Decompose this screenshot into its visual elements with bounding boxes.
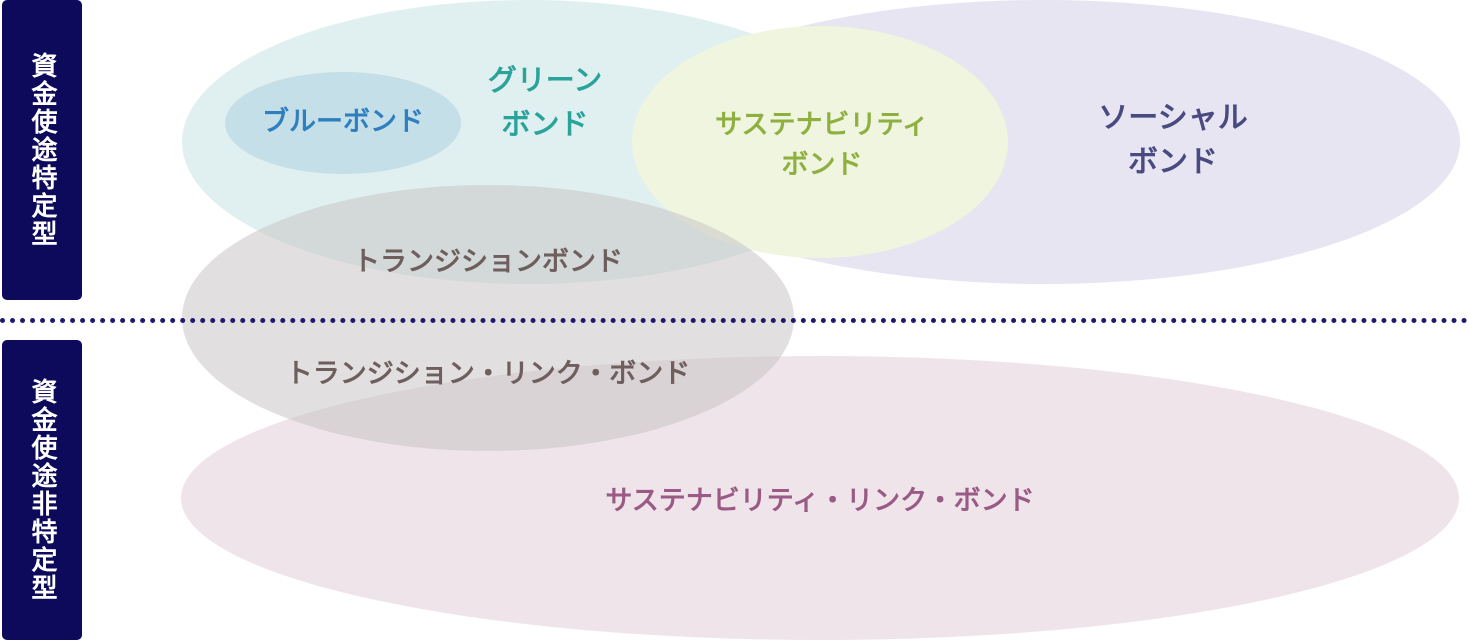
use-of-proceeds-text: 資金使途特定型	[27, 52, 57, 248]
social-bond-label-line2: ボンド	[1128, 145, 1218, 180]
green-bond-label-line1: グリーン	[488, 63, 603, 97]
transition-linked-bond-label: トランジション・リンク・ボンド	[286, 359, 690, 390]
general-purpose-label: 資金使途非特定型	[2, 340, 82, 640]
use-of-proceeds-label: 資金使途特定型	[2, 0, 82, 300]
green-bond-label-line2: ボンド	[501, 107, 588, 141]
category-divider	[0, 318, 1468, 323]
blue-bond-ellipse	[225, 72, 461, 174]
transition-bond-label: トランジションボンド	[353, 247, 623, 278]
sustainability-linked-bond-label: サステナビリティ・リンク・ボンド	[605, 486, 1034, 517]
blue-bond-label: ブルーボンド	[262, 106, 424, 138]
social-bond-label-line1: ソーシャル	[1098, 101, 1247, 136]
sustainability-bond-label-line1: サステナビリティ	[715, 110, 929, 141]
sustainability-bond-ellipse	[632, 26, 1008, 258]
sustainability-bond-label-line2: ボンド	[782, 150, 863, 181]
general-purpose-text: 資金使途非特定型	[27, 378, 57, 602]
